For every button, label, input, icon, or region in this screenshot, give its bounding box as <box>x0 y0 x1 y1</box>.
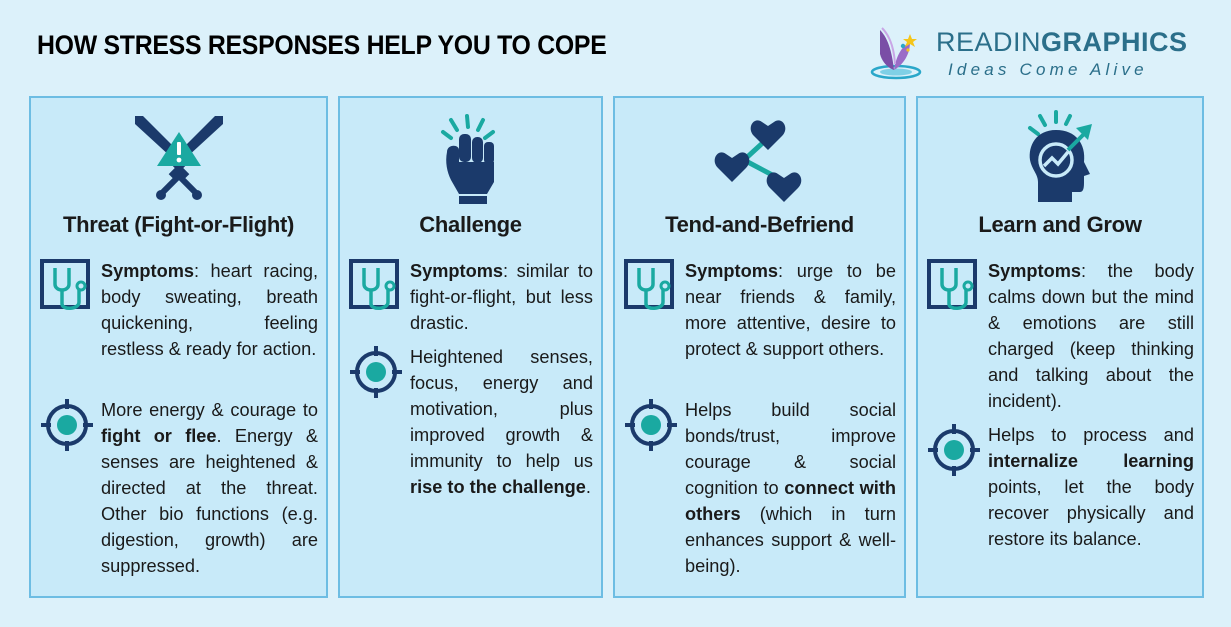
stethoscope-icon <box>349 259 399 310</box>
benefit-row: Helps build social bonds/trust, improve … <box>623 397 896 579</box>
stethoscope-icon <box>927 259 977 310</box>
benefit-row: Heightened senses, focus, energy and mot… <box>348 344 593 500</box>
stethoscope-icon <box>40 259 90 310</box>
symptoms-row: Symptoms: similar to fight-or-flight, bu… <box>348 258 593 336</box>
target-icon <box>41 399 93 451</box>
panel-title: Challenge <box>419 212 522 237</box>
symptoms-row: Symptoms: urge to be near friends & fami… <box>623 258 896 362</box>
stethoscope-icon <box>624 259 674 310</box>
target-icon <box>350 346 402 398</box>
panel-challenge: Challenge Symptoms: similar to fight-or-… <box>338 96 603 598</box>
benefit-row: Helps to process and internalize learnin… <box>926 422 1194 552</box>
brand-name: READINGRAPHICS <box>936 27 1188 57</box>
panel-title: Learn and Grow <box>978 212 1142 237</box>
symptoms-row: Symptoms: heart racing, body sweating, b… <box>39 258 318 362</box>
head-with-growth-arrow-icon <box>1028 110 1092 202</box>
symptoms-row: Symptoms: the body calms down but the mi… <box>926 258 1194 414</box>
panel-learn-and-grow: Learn and Grow Symptoms: the body calms … <box>916 96 1204 598</box>
book-with-stars-icon <box>870 27 922 80</box>
panel-title: Tend-and-Befriend <box>665 212 854 237</box>
target-icon <box>625 399 677 451</box>
benefit-row: More energy & courage to fight or flee. … <box>39 397 318 579</box>
panel-tend-and-befriend: Tend-and-Befriend Symptoms: urge to be n… <box>613 96 906 598</box>
connected-hearts-icon <box>714 120 801 202</box>
panel-threat: Threat (Fight-or-Flight) Symptoms: heart… <box>29 96 328 598</box>
target-icon <box>928 424 980 476</box>
crossed-swords-warning-icon <box>134 116 223 200</box>
raised-fist-icon <box>440 114 495 204</box>
panel-title: Threat (Fight-or-Flight) <box>62 212 295 237</box>
readinggraphics-logo: READINGRAPHICS Ideas Come Alive <box>870 24 1200 84</box>
brand-tagline: Ideas Come Alive <box>948 60 1148 79</box>
page-title: HOW STRESS RESPONSES HELP YOU TO COPE <box>37 30 607 60</box>
